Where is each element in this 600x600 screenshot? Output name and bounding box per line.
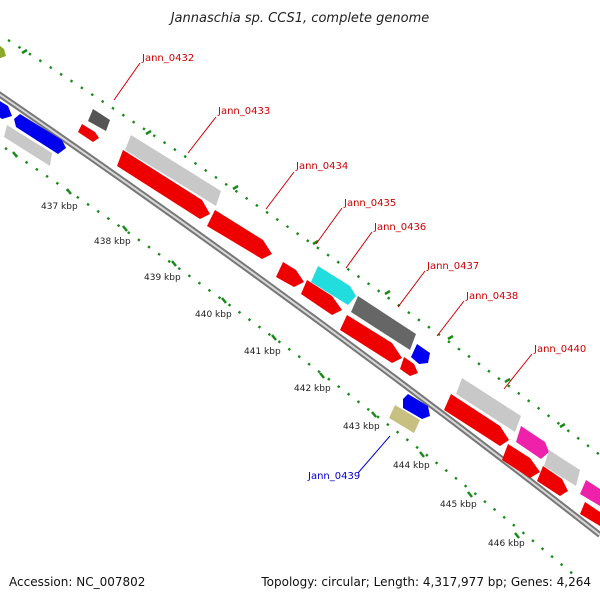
gene-jann-0438 [411, 344, 430, 364]
gene-red-2 [207, 210, 272, 259]
gene-red-7 [502, 444, 540, 478]
gene-red-3 [276, 262, 304, 287]
kbp-label: 439 kbp [144, 273, 181, 283]
gene-label-jann-0432: Jann_0432 [141, 53, 194, 64]
gene-red-8 [537, 466, 568, 496]
gene-features [0, 45, 600, 526]
kbp-label: 437 kbp [41, 202, 78, 212]
kbp-label: 446 kbp [488, 539, 525, 549]
kbp-label: 444 kbp [393, 461, 430, 471]
map-title: Jannaschia sp. CCS1, complete genome [168, 11, 430, 26]
gene-blue-left [14, 114, 66, 154]
kbp-label: 442 kbp [294, 384, 331, 394]
inner-ticks [12, 151, 520, 539]
gene-jann-0432 [88, 109, 110, 131]
gene-red-5 [400, 357, 418, 376]
accession-text: Accession: NC_007802 [9, 575, 145, 589]
gene-jann-0439-blue [403, 394, 430, 419]
gene-grey-right [544, 450, 580, 486]
gene-blue-partial-left [0, 101, 12, 119]
gene-label-jann-0433: Jann_0433 [217, 106, 270, 117]
gene-label-jann-0434: Jann_0434 [295, 161, 348, 172]
gene-magenta-2 [580, 480, 600, 506]
kbp-label: 440 kbp [195, 310, 232, 320]
gene-olive-partial [0, 45, 6, 59]
kbp-label: 445 kbp [440, 500, 477, 510]
kbp-label: 443 kbp [343, 422, 380, 432]
gene-jann-0434 [117, 150, 210, 219]
gene-grey-left [4, 125, 52, 166]
kbp-label: 438 kbp [94, 237, 131, 247]
gene-jann-0439-olive [389, 405, 420, 433]
gene-label-jann-0438: Jann_0438 [465, 291, 518, 302]
gene-red-edge [580, 502, 600, 526]
gene-red-6 [444, 394, 509, 446]
gene-red-small [78, 124, 99, 142]
inner-tick-line [4, 147, 581, 581]
outer-ticks [21, 48, 566, 429]
outer-guide-line [7, 38, 600, 456]
backbone [0, 91, 600, 538]
gene-jann-0436 [340, 315, 402, 363]
gene-jann-0437 [351, 296, 416, 350]
kbp-label: 441 kbp [244, 347, 281, 357]
gene-label-jann-0440: Jann_0440 [533, 344, 586, 355]
gene-jann-0440 [456, 378, 521, 432]
gene-label-jann-0439: Jann_0439 [307, 471, 360, 482]
leader-lines [113, 62, 533, 474]
gene-magenta-1 [516, 426, 549, 459]
gene-label-jann-0435: Jann_0435 [343, 198, 396, 209]
gene-red-4 [301, 280, 342, 315]
gene-jann-0435 [311, 266, 356, 305]
gene-labels: Jann_0432 Jann_0433 Jann_0434 Jann_0435 … [141, 53, 586, 482]
genome-summary-text: Topology: circular; Length: 4,317,977 bp… [260, 575, 591, 589]
gene-jann-0433 [125, 135, 221, 206]
gene-label-jann-0437: Jann_0437 [426, 261, 479, 272]
gene-label-jann-0436: Jann_0436 [373, 222, 426, 233]
